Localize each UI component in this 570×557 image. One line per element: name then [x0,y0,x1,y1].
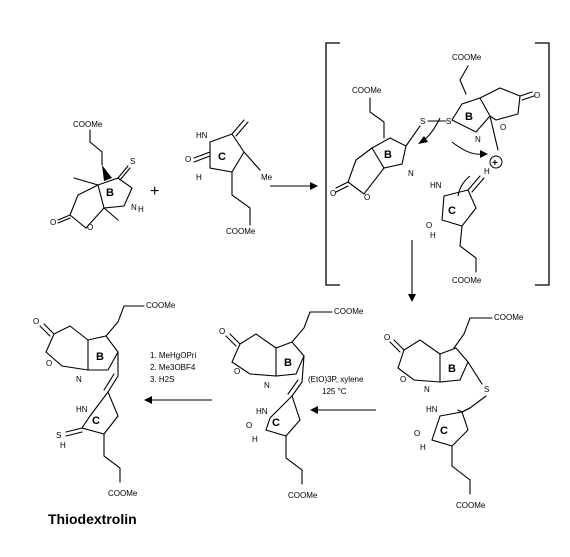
sulfide-ring-o: O [400,375,406,384]
intermediate-left-s-label: S [420,117,425,126]
arrow-step4-left: 1. MeHgOPri 2. Me3OBF4 3. H2S [144,351,212,404]
pyrrolinone-carbonyl-o: O [219,327,225,336]
pyrrolinone-ring-c-h: H [252,435,258,444]
intermediate-left-ring-b: B [384,149,392,161]
product-thiodextrolin: COOMe B N O O HN C S H COOMe [33,301,176,498]
pyrrolinone-ring-c-o: O [246,421,252,430]
product-h-label: H [60,441,66,450]
sulfide-ring-b: B [448,363,456,375]
intermediate-right-ring-b: B [465,111,473,123]
sulfide-s-label: S [484,385,489,394]
proton-plus-circle [489,155,503,169]
reactant1-coome-label: COOMe [73,120,103,129]
pyrrolinone-n-label: N [264,381,270,390]
condition-step2-line1: (EtO)3P, xylene [308,375,364,384]
intermediate-ring-c-hn-label: HN [430,181,442,190]
intermediate-left-coome-label: COOMe [352,86,382,95]
bracketed-intermediate: COOMe B N O O S S COOMe B N O O H + HN [325,42,550,286]
sulfide-ring-c-h: H [420,443,426,452]
product-ring-c: C [92,415,100,427]
reactant1-ring-b: B [106,187,114,199]
intermediate-right-ring-o: O [500,123,506,132]
reactant2-h-label: H [196,173,202,182]
reactant1-carbonyl-o: O [50,218,56,227]
reactant2-carbonyl-o: O [185,155,191,164]
intermediate-ring-c-label: C [448,205,456,217]
product-hn-label: HN [76,405,88,414]
sulfide-ring-c-o: O [414,429,420,438]
intermediate-left-carbonyl-o: O [330,189,336,198]
proton-plus-label: + [492,158,498,169]
product-ring-o: O [46,359,52,368]
reactant1-thione-s: S [130,157,135,166]
sulfide-bottom-coome-label: COOMe [456,501,486,510]
pyrrolinone-bottom-coome-label: COOMe [288,491,318,500]
intermediate-ring-c-o: O [426,221,432,230]
product-coome-label: COOMe [146,301,176,310]
reactant2-me-label: Me [261,173,273,182]
intermediate-right-s-label: S [446,117,451,126]
intermediate-left-ring-o: O [364,193,370,202]
reactant1-ring-o: O [87,223,93,232]
sulfide-n-label: N [424,385,430,394]
product-bottom-coome-label: COOMe [108,489,138,498]
condition-step2-line2: 125 °C [322,387,347,396]
intermediate-right-n-label: N [475,135,481,144]
sulfide-carbonyl-o: O [384,333,390,342]
reactant2-coome-label: COOMe [226,227,256,236]
arrow-step1 [270,182,318,190]
condition-step3-line2: 2. Me3OBF4 [150,363,196,372]
reactant1-nh-label: N [131,203,137,212]
reactant1-nh-h: H [138,205,144,214]
intermediate-ring-c-h: H [430,231,436,240]
intermediate-right-coome-label: COOMe [452,53,482,62]
pyrrolinone-intermediate: COOMe B N O O HN C O H COOMe [219,307,364,500]
product-carbonyl-o: O [33,317,39,326]
sulfide-ring-c: C [440,425,448,437]
pyrrolinone-ring-c: C [272,417,280,429]
reactant-thiolactam: COOMe B S N H O O [50,120,144,232]
pyrrolinone-coome-label: COOMe [334,307,364,316]
pyrrolinone-hn-label: HN [256,407,268,416]
plus-sign: + [150,183,159,200]
intermediate-left-n-label: N [408,169,414,178]
intermediate-right-carbonyl-o: O [534,91,540,100]
product-ring-b: B [96,351,104,363]
product-thione-s: S [56,431,61,440]
sulfide-intermediate: COOMe B N O O S HN C O H COOMe [384,313,524,510]
condition-step3-line3: 3. H2S [150,375,174,384]
proton-h-label: H [484,167,490,176]
pyrrolinone-ring-o: O [234,367,240,376]
sulfide-coome-label: COOMe [494,313,524,322]
intermediate-ring-c-coome-label: COOMe [452,276,482,285]
reactant-methylene-lactam: HN O C H Me COOMe [185,119,273,236]
condition-step3-line1: 1. MeHgOPri [150,351,196,360]
reactant2-hn-label: HN [196,131,208,140]
product-name: Thiodextrolin [48,511,137,527]
reactant2-ring-c: C [218,151,226,163]
arrow-step3-left: (EtO)3P, xylene 125 °C [308,375,376,414]
sulfide-hn-label: HN [426,405,438,414]
pyrrolinone-ring-b: B [284,357,292,369]
product-n-label: N [76,375,82,384]
arrow-step2-down [408,240,416,302]
